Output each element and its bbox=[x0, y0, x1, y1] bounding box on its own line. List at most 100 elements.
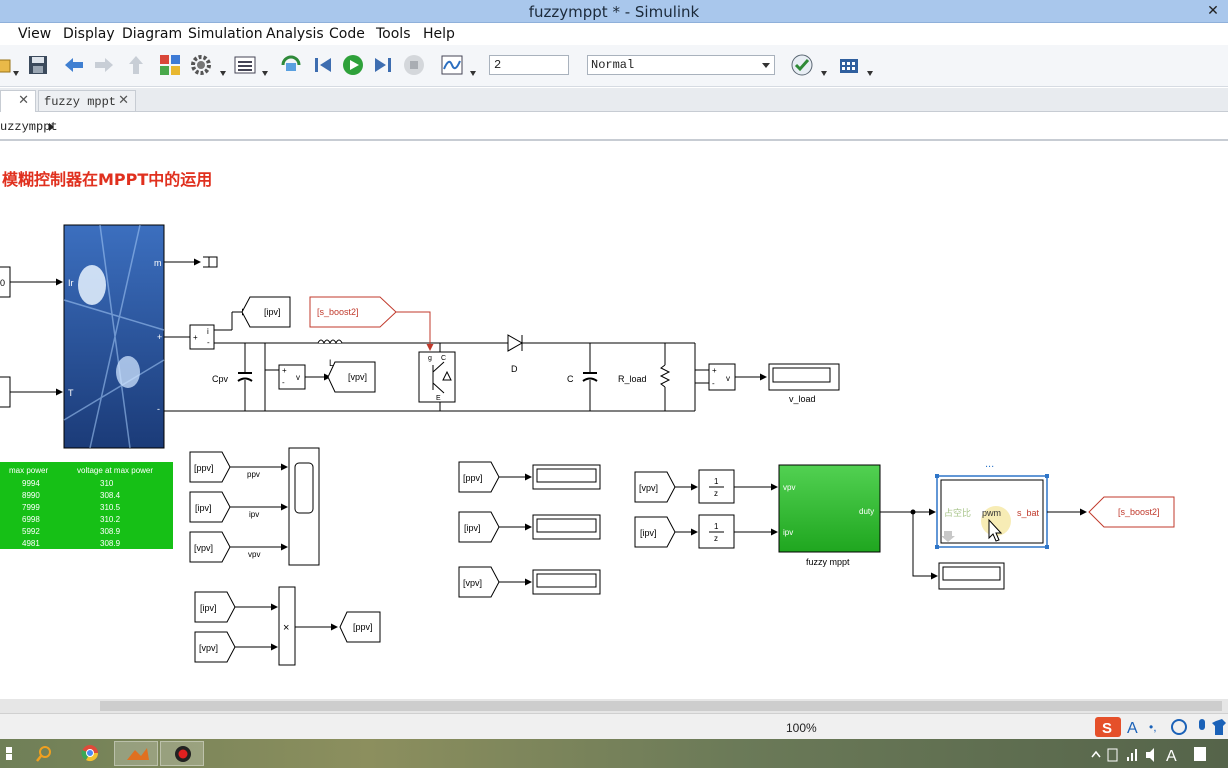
display-duty-block[interactable] bbox=[938, 562, 1005, 590]
network-icon[interactable] bbox=[1127, 749, 1137, 761]
from-ipv-block[interactable] bbox=[189, 491, 231, 523]
search-icon[interactable] bbox=[23, 741, 67, 766]
from-ipv-product-block[interactable] bbox=[194, 591, 236, 623]
resize-handle[interactable] bbox=[935, 474, 939, 478]
from-vpv-block[interactable] bbox=[189, 531, 231, 563]
menu-view[interactable]: View bbox=[18, 26, 52, 42]
step-forward-icon[interactable] bbox=[371, 53, 395, 77]
save-icon[interactable] bbox=[26, 53, 50, 77]
from-ipv-display-block[interactable] bbox=[458, 511, 500, 543]
open-folder-icon[interactable] bbox=[0, 53, 14, 77]
resize-handle[interactable] bbox=[1045, 545, 1049, 549]
display-ipv-block[interactable] bbox=[532, 514, 601, 540]
model-advisor-icon[interactable] bbox=[790, 53, 814, 77]
forward-arrow-icon[interactable] bbox=[92, 53, 116, 77]
tab-fuzzy-mppt[interactable]: fuzzy mppt ✕ bbox=[38, 90, 136, 112]
goto-s-boost2-block[interactable] bbox=[1088, 496, 1175, 528]
volume-icon[interactable] bbox=[1146, 748, 1154, 762]
terminator-block[interactable] bbox=[203, 256, 218, 268]
from-vpv-display-block[interactable] bbox=[458, 566, 500, 598]
capacitor-cpv[interactable] bbox=[237, 343, 253, 411]
sogou-logo-icon[interactable] bbox=[1095, 717, 1121, 737]
product-block[interactable] bbox=[278, 586, 296, 666]
menu-code[interactable]: Code bbox=[329, 26, 365, 42]
horizontal-scrollbar[interactable] bbox=[0, 699, 1228, 713]
from-vpv-delay-block[interactable] bbox=[634, 471, 676, 503]
stop-icon[interactable] bbox=[402, 53, 426, 77]
menu-analysis[interactable]: Analysis bbox=[266, 26, 324, 42]
voltage-measurement-load-block[interactable] bbox=[708, 363, 736, 391]
from-vpv-product-block[interactable] bbox=[194, 631, 236, 663]
menu-display[interactable]: Display bbox=[63, 26, 115, 42]
chevron-up-icon[interactable] bbox=[1091, 750, 1101, 758]
igbt-switch-block[interactable] bbox=[418, 351, 456, 403]
from-ppv-display-block[interactable] bbox=[458, 461, 500, 493]
input-language[interactable]: A bbox=[1166, 748, 1177, 765]
display-ppv-block[interactable] bbox=[532, 464, 601, 490]
battery-icon[interactable] bbox=[1107, 748, 1118, 762]
step-back-icon[interactable] bbox=[311, 53, 335, 77]
update-diagram-icon[interactable] bbox=[279, 53, 303, 77]
scrollbar-thumb[interactable] bbox=[100, 701, 1222, 711]
ime-punct-icon[interactable]: •, bbox=[1149, 720, 1157, 734]
resize-handle[interactable] bbox=[935, 545, 939, 549]
voltage-measurement-pv-block[interactable] bbox=[278, 364, 306, 390]
goto-ppv-block[interactable] bbox=[339, 611, 381, 643]
data-inspector-icon[interactable] bbox=[440, 53, 464, 77]
chrome-icon[interactable] bbox=[68, 741, 112, 766]
tab-fuzzymppt[interactable]: ✕ bbox=[0, 90, 36, 112]
chevron-down-icon[interactable] bbox=[867, 63, 873, 76]
run-icon[interactable] bbox=[341, 53, 365, 77]
inductor-l[interactable] bbox=[317, 339, 343, 345]
chevron-down-icon[interactable] bbox=[470, 63, 476, 76]
system-tray[interactable]: A bbox=[1088, 743, 1228, 765]
chevron-down-icon[interactable] bbox=[821, 63, 827, 76]
notification-icon[interactable] bbox=[1194, 747, 1206, 761]
menu-tools[interactable]: Tools bbox=[376, 26, 411, 42]
menu-diagram[interactable]: Diagram bbox=[122, 26, 183, 42]
microphone-icon[interactable] bbox=[1199, 719, 1205, 730]
capacitor-c[interactable] bbox=[582, 343, 598, 411]
chevron-right-icon[interactable] bbox=[49, 123, 54, 131]
chevron-down-icon[interactable] bbox=[13, 63, 19, 76]
model-canvas[interactable]: 模糊控制器在MPPT中的运用 0 Ir T m + - bbox=[0, 143, 1228, 699]
scope-block[interactable] bbox=[288, 447, 320, 566]
from-ppv-block[interactable] bbox=[189, 451, 231, 483]
menu-simulation[interactable]: Simulation bbox=[188, 26, 263, 42]
more-options-icon[interactable]: ... bbox=[985, 458, 994, 470]
stop-time-input[interactable]: 2 bbox=[489, 55, 569, 75]
goto-ipv-block[interactable] bbox=[241, 296, 291, 328]
simulation-mode-select[interactable]: Normal bbox=[587, 55, 775, 75]
close-tab-icon[interactable]: ✕ bbox=[18, 93, 29, 108]
close-window-button[interactable]: ✕ bbox=[1207, 2, 1219, 18]
back-arrow-icon[interactable] bbox=[62, 53, 86, 77]
from-ipv-delay-block[interactable] bbox=[634, 516, 676, 548]
gear-icon[interactable] bbox=[189, 53, 213, 77]
library-browser-icon[interactable] bbox=[158, 53, 182, 77]
chevron-down-icon[interactable] bbox=[220, 63, 226, 76]
fuzzy-mppt-subsystem[interactable] bbox=[778, 464, 881, 553]
matlab-icon[interactable] bbox=[114, 741, 158, 766]
diode-block[interactable] bbox=[507, 334, 524, 352]
display-vpv-block[interactable] bbox=[532, 569, 601, 595]
resize-handle[interactable] bbox=[1045, 474, 1049, 478]
pv-array-block[interactable] bbox=[63, 224, 165, 449]
chevron-down-icon[interactable] bbox=[262, 63, 268, 76]
emoji-icon[interactable] bbox=[1171, 719, 1187, 735]
constant-block-temperature[interactable] bbox=[0, 376, 11, 408]
current-measurement-block[interactable] bbox=[189, 324, 215, 350]
screen-recorder-icon[interactable] bbox=[160, 741, 204, 766]
resistor-rload[interactable] bbox=[659, 343, 671, 411]
ime-toolbar[interactable]: S A •, bbox=[1095, 716, 1228, 738]
from-s-boost2-block[interactable] bbox=[309, 296, 397, 328]
up-arrow-icon[interactable] bbox=[124, 53, 148, 77]
build-model-icon[interactable] bbox=[837, 53, 861, 77]
close-tab-icon[interactable]: ✕ bbox=[118, 93, 129, 108]
ime-mode-icon[interactable]: A bbox=[1127, 720, 1138, 737]
skin-icon[interactable] bbox=[1212, 719, 1226, 735]
menu-help[interactable]: Help bbox=[423, 26, 455, 42]
goto-vpv-block[interactable] bbox=[327, 361, 376, 393]
model-explorer-icon[interactable] bbox=[233, 53, 257, 77]
breadcrumb-model[interactable]: uzzymppt bbox=[0, 120, 58, 134]
windows-start-icon[interactable] bbox=[0, 741, 44, 766]
